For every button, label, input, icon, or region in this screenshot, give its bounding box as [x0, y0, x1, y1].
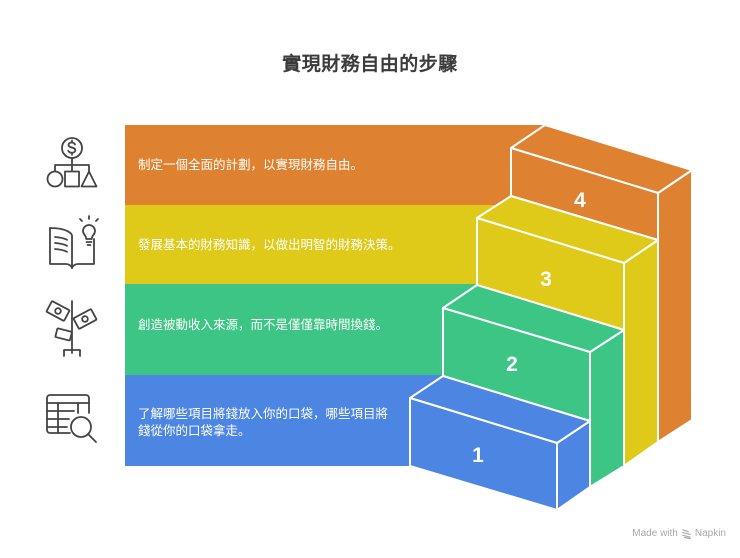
step-number-2: 2 — [506, 353, 518, 376]
book-lightbulb-icon — [49, 215, 99, 269]
dollar-hierarchy-icon — [46, 137, 98, 188]
footer-prefix: Made with — [632, 528, 678, 539]
spreadsheet-magnifier-icon — [46, 394, 97, 443]
page-title: 實現財務自由的步驟 — [282, 53, 458, 75]
footer-brand: Napkin — [694, 528, 726, 539]
napkin-logo-icon — [682, 529, 691, 539]
step-4-description: 制定一個全面的計劃，以實現財務自由。 — [138, 157, 364, 172]
band-step-3 — [125, 196, 511, 284]
band-step-1 — [125, 375, 443, 466]
band-step-2 — [125, 284, 477, 375]
band-step-4 — [125, 125, 545, 205]
stair-step-1 — [409, 375, 591, 511]
stair-step-2 — [442, 284, 625, 488]
step-3-description: 發展基本的財務知識，以做出明智的財務決策。 — [138, 237, 401, 252]
step-number-1: 1 — [472, 444, 484, 467]
step-2-description: 創造被動收入來源，而不是僅僅靠時間換錢。 — [138, 317, 389, 332]
money-plant-icon — [45, 300, 98, 357]
step-number-3: 3 — [540, 268, 552, 291]
step-1-description: 了解哪些項目將錢放入你的口袋，哪些項目將錢從你的口袋拿走。 — [138, 406, 389, 438]
step-number-4: 4 — [574, 189, 586, 212]
stair-step-4 — [510, 124, 693, 443]
made-with-napkin-badge[interactable]: Made with Napkin — [632, 528, 726, 539]
